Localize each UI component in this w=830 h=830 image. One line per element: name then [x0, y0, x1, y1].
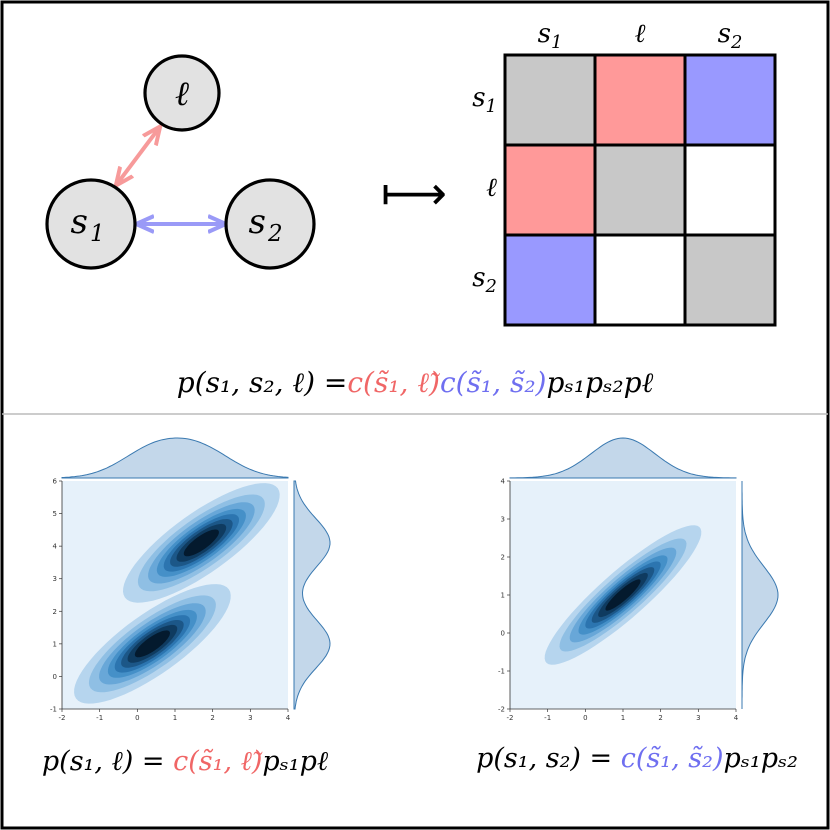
node-s2-label: s	[249, 202, 266, 242]
matrix-col-label-2: s2	[718, 19, 743, 53]
joint-formula-blue-term: c(s̃₁, s̃₂)	[440, 366, 547, 399]
right-formula-copula: c(s̃₁, s̃₂)	[621, 743, 724, 774]
x-tick-label: -2	[507, 714, 514, 722]
right-formula: p(s₁, s₂) = c(s̃₁, s̃₂)pₛ₁pₛ₂	[476, 743, 798, 774]
right-formula-marginals: pₛ₁pₛ₂	[723, 743, 797, 774]
adjacency-matrix: s1 s1 ℓ ℓ s2 s2	[472, 19, 777, 327]
node-s1-sub: 1	[90, 221, 105, 247]
y-tick-label: 0	[501, 630, 505, 638]
right-formula-lhs: p(s₁, s₂) =	[476, 743, 621, 774]
matrix-cell-0-1	[593, 53, 687, 147]
node-s2-sub: 2	[267, 221, 283, 247]
x-tick-label: 3	[248, 714, 252, 722]
matrix-cell-2-1	[593, 233, 687, 327]
y-tick-label: 3	[501, 516, 505, 524]
left-formula-copula: c(s̃₁, ℓ̃)	[173, 746, 263, 777]
x-tick-label: -1	[96, 714, 103, 722]
matrix-row-label-0: s1	[472, 83, 497, 117]
matrix-cell-2-2	[683, 233, 777, 327]
matrix-cell-1-2	[683, 143, 777, 237]
y-tick-label: 0	[53, 673, 57, 681]
marginal-x-density	[61, 437, 289, 479]
y-tick-label: 4	[501, 478, 506, 486]
left-formula-marginals: pₛ₁pℓ	[262, 746, 328, 777]
marginal-y-density	[741, 481, 779, 709]
matrix-row-label-1: ℓ	[486, 173, 497, 203]
joint-formula-marginals: pₛ₁pₛ₂pℓ	[546, 366, 653, 399]
x-tick-label: -2	[59, 714, 66, 722]
y-tick-label: 3	[53, 575, 57, 583]
y-tick-label: 2	[53, 608, 57, 616]
matrix-col-label-1: ℓ	[635, 19, 646, 49]
marginal-x-density	[509, 437, 737, 479]
matrix-cell-1-1	[593, 143, 687, 237]
y-tick-label: -2	[498, 706, 505, 714]
x-tick-label: 2	[658, 714, 662, 722]
joint-formula-lhs: p(s₁, s₂, ℓ) =	[177, 366, 348, 399]
y-tick-label: -1	[50, 706, 57, 714]
x-tick-label: 4	[286, 714, 291, 722]
y-tick-label: 5	[53, 510, 57, 518]
maps-to-arrow: ⟼	[381, 166, 447, 220]
node-s1: s 1	[45, 178, 137, 270]
x-tick-label: 3	[696, 714, 700, 722]
edge-s1-l	[117, 128, 159, 184]
node-l: ℓ	[143, 54, 221, 132]
x-tick-label: 0	[135, 714, 139, 722]
x-tick-label: 2	[210, 714, 214, 722]
y-tick-label: -1	[498, 668, 505, 676]
left-formula-lhs: p(s₁, ℓ) =	[42, 746, 173, 777]
y-tick-label: 2	[501, 554, 505, 562]
y-tick-label: 1	[501, 592, 505, 600]
density-contour-0-7	[134, 630, 170, 658]
density-contour-0-7	[605, 579, 641, 611]
y-tick-label: 4	[53, 543, 58, 551]
joint-formula: p(s₁, s₂, ℓ) =c(s̃₁, ℓ̃)c(s̃₁, s̃₂)pₛ₁pₛ…	[177, 366, 654, 399]
matrix-cell-2-0	[503, 233, 597, 327]
marginal-y-density	[293, 480, 331, 710]
left-formula: p(s₁, ℓ) = c(s̃₁, ℓ̃)pₛ₁pℓ	[42, 746, 329, 777]
y-tick-label: 1	[53, 640, 57, 648]
graph-diagram: ℓ s 1 s 2	[45, 54, 316, 270]
matrix-cell-0-0	[503, 53, 597, 147]
node-s1-label: s	[71, 202, 88, 242]
matrix-row-label-2: s2	[472, 263, 497, 297]
matrix-cell-1-0	[503, 143, 597, 237]
joint-plot-s1-s2: -2 -1 0 1 2 3 4 -2 -1 0 1 2 3 4	[498, 437, 779, 722]
x-tick-label: 1	[173, 714, 177, 722]
joint-formula-red-term: c(s̃₁, ℓ̃)	[347, 366, 441, 399]
node-l-label: ℓ	[175, 74, 189, 114]
x-tick-label: 0	[583, 714, 587, 722]
x-tick-label: -1	[544, 714, 551, 722]
node-s2: s 2	[224, 178, 316, 270]
x-tick-label: 4	[734, 714, 739, 722]
density-contour-1-7	[183, 529, 219, 557]
matrix-col-label-0: s1	[538, 19, 563, 53]
x-tick-label: 1	[621, 714, 625, 722]
y-tick-label: 6	[53, 478, 58, 486]
matrix-cell-0-2	[683, 53, 777, 147]
